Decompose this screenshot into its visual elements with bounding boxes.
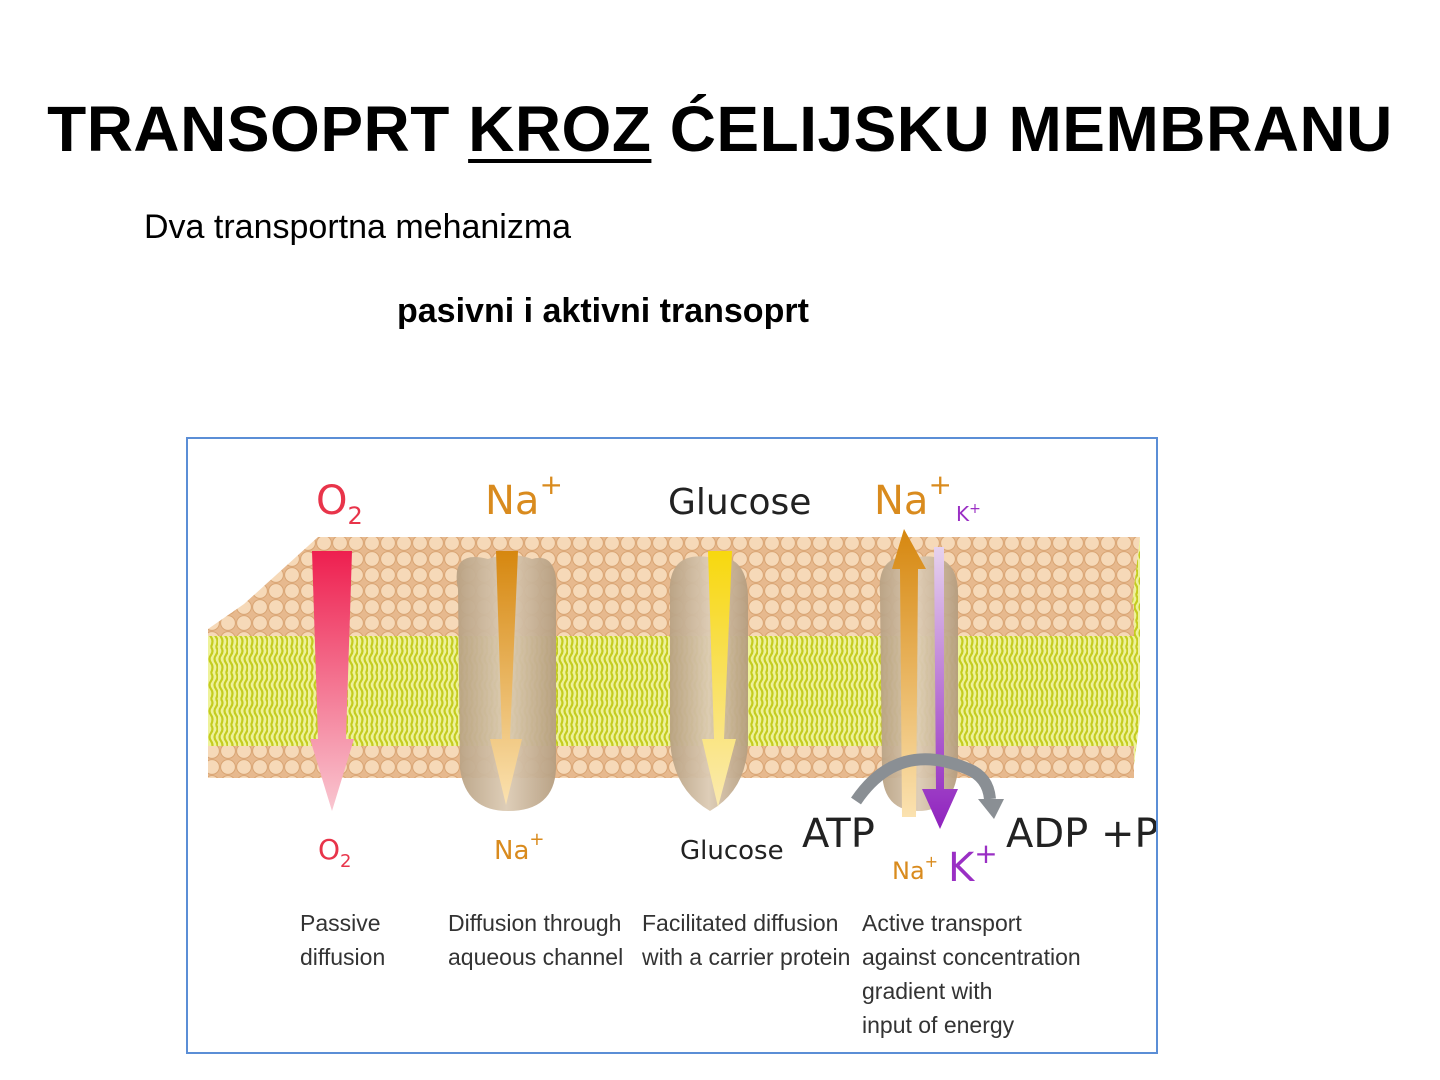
o2-top-label: O2 xyxy=(316,478,363,530)
caption-active-line-1: Active transport xyxy=(862,910,1022,936)
glucose-bottom-label: Glucose xyxy=(680,836,784,866)
o2-bottom-label: O2 xyxy=(318,833,352,872)
atp-label: ATP xyxy=(802,811,875,857)
glucose-carrier-arrow xyxy=(702,551,736,807)
caption-active-line-3: gradient with xyxy=(862,978,992,1004)
na-active-top-label: Na+ xyxy=(874,468,952,524)
title-part-3: ĆELIJSKU MEMBRANU xyxy=(651,93,1393,165)
title-part-1: TRANSOPRT xyxy=(47,93,469,165)
k-bottom-label: K+ xyxy=(948,837,998,891)
bottom-labels: O2 Na+ Glucose ATP Na+ K+ ADP +Pi xyxy=(318,811,1156,891)
adp-pi-label: ADP +Pi xyxy=(1006,811,1156,863)
carrier-protein xyxy=(669,556,748,811)
slide-subtitle: Dva transportna mehanizma xyxy=(144,208,572,246)
caption-channel-line-1: Diffusion through xyxy=(448,910,621,936)
caption-carrier-line-2: with a carrier protein xyxy=(641,944,850,970)
top-labels: O2 Na+ Glucose Na+ K+ xyxy=(316,468,981,530)
na-bottom-label: Na+ xyxy=(494,829,544,866)
caption-active-line-2: against concentration xyxy=(862,944,1081,970)
k-top-label: K+ xyxy=(956,501,981,526)
na-pump-arrow xyxy=(892,529,926,817)
na-top-label: Na+ xyxy=(485,468,563,524)
title-part-kroz: KROZ xyxy=(468,93,652,165)
caption-channel-line-2: aqueous channel xyxy=(448,944,623,970)
membrane-transport-figure: O2 Na+ Glucose Na+ K+ xyxy=(186,437,1158,1054)
caption-carrier-line-1: Facilitated diffusion xyxy=(642,910,838,936)
captions: Passive diffusion Diffusion through aque… xyxy=(300,910,1081,1038)
membrane-diagram: O2 Na+ Glucose Na+ K+ xyxy=(208,468,1156,1038)
slide-mechanisms: pasivni i aktivni transoprt xyxy=(397,292,809,330)
o2-diffusion-arrow xyxy=(310,551,354,811)
atp-to-adp-arrow xyxy=(851,753,1004,819)
k-pump-arrow xyxy=(922,547,958,829)
na-channel-arrow xyxy=(490,551,522,805)
slide-title: TRANSOPRT KROZ ĆELIJSKU MEMBRANU xyxy=(0,92,1440,166)
caption-passive-line-1: Passive xyxy=(300,910,381,936)
caption-active-line-4: input of energy xyxy=(862,1012,1015,1038)
na-active-bottom-label: Na+ xyxy=(892,852,938,885)
caption-passive-line-2: diffusion xyxy=(300,944,385,970)
glucose-top-label: Glucose xyxy=(668,482,811,523)
